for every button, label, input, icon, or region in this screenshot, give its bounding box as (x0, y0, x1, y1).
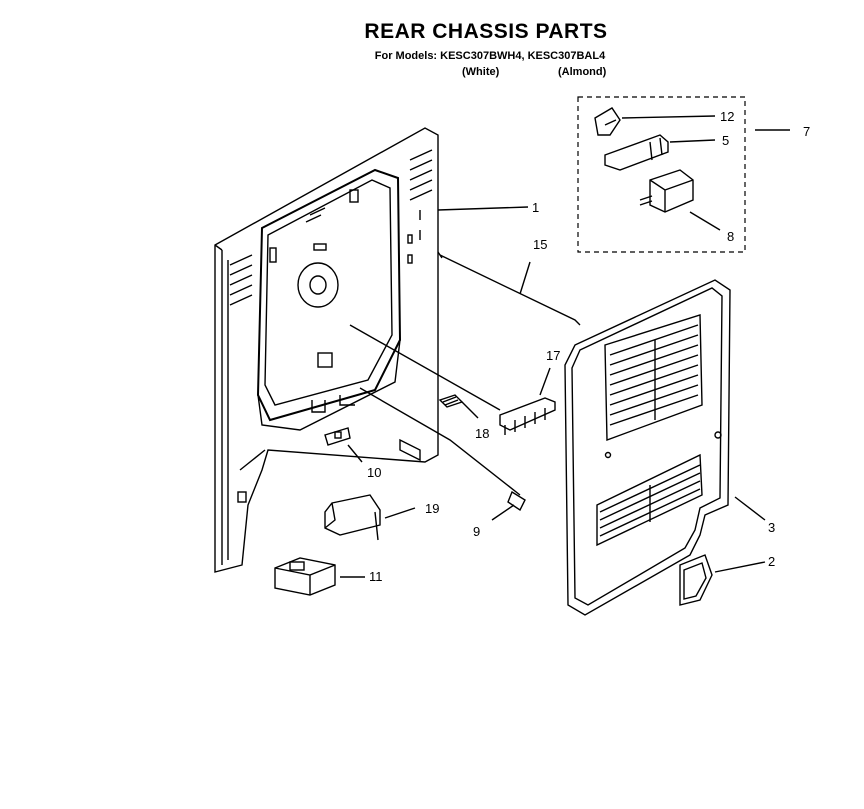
subassembly-group-box (577, 96, 790, 253)
bracket-part-5 (604, 134, 716, 171)
box-part-11 (274, 557, 365, 596)
switch-part-8 (639, 169, 721, 231)
rear-cover-panel (564, 279, 766, 616)
leader-1 (437, 206, 529, 211)
label-part-10: 10 (367, 465, 381, 480)
label-part-9: 9 (473, 524, 480, 539)
part-number-labels: 1 2 3 5 7 8 9 10 11 12 15 17 18 19 (367, 109, 810, 584)
rear-chassis-panel (214, 127, 439, 573)
variant-white: (White) (462, 66, 500, 78)
label-part-11: 11 (369, 569, 383, 584)
label-part-15: 15 (533, 237, 547, 252)
label-part-17: 17 (546, 348, 560, 363)
cover-plate-part-2 (679, 554, 766, 606)
bracket-part-10 (324, 427, 363, 463)
bracket-part-19 (324, 494, 416, 541)
part-12 (594, 107, 716, 136)
label-part-8: 8 (727, 229, 734, 244)
variant-almond: (Almond) (558, 66, 607, 78)
label-part-19: 19 (425, 501, 439, 516)
label-part-5: 5 (722, 133, 729, 148)
label-part-1: 1 (532, 200, 539, 215)
models-line: For Models: KESC307BWH4, KESC307BAL4 (374, 50, 606, 62)
diagram-title: REAR CHASSIS PARTS (364, 20, 608, 43)
label-part-12: 12 (720, 109, 734, 124)
label-part-2: 2 (768, 554, 775, 569)
rod-part-15 (437, 251, 581, 326)
label-part-18: 18 (475, 426, 489, 441)
label-part-3: 3 (768, 520, 775, 535)
terminal-block-part-17 (349, 324, 556, 435)
clip-part-18 (438, 394, 479, 419)
label-part-7: 7 (803, 124, 810, 139)
connector-part-9 (359, 387, 526, 521)
